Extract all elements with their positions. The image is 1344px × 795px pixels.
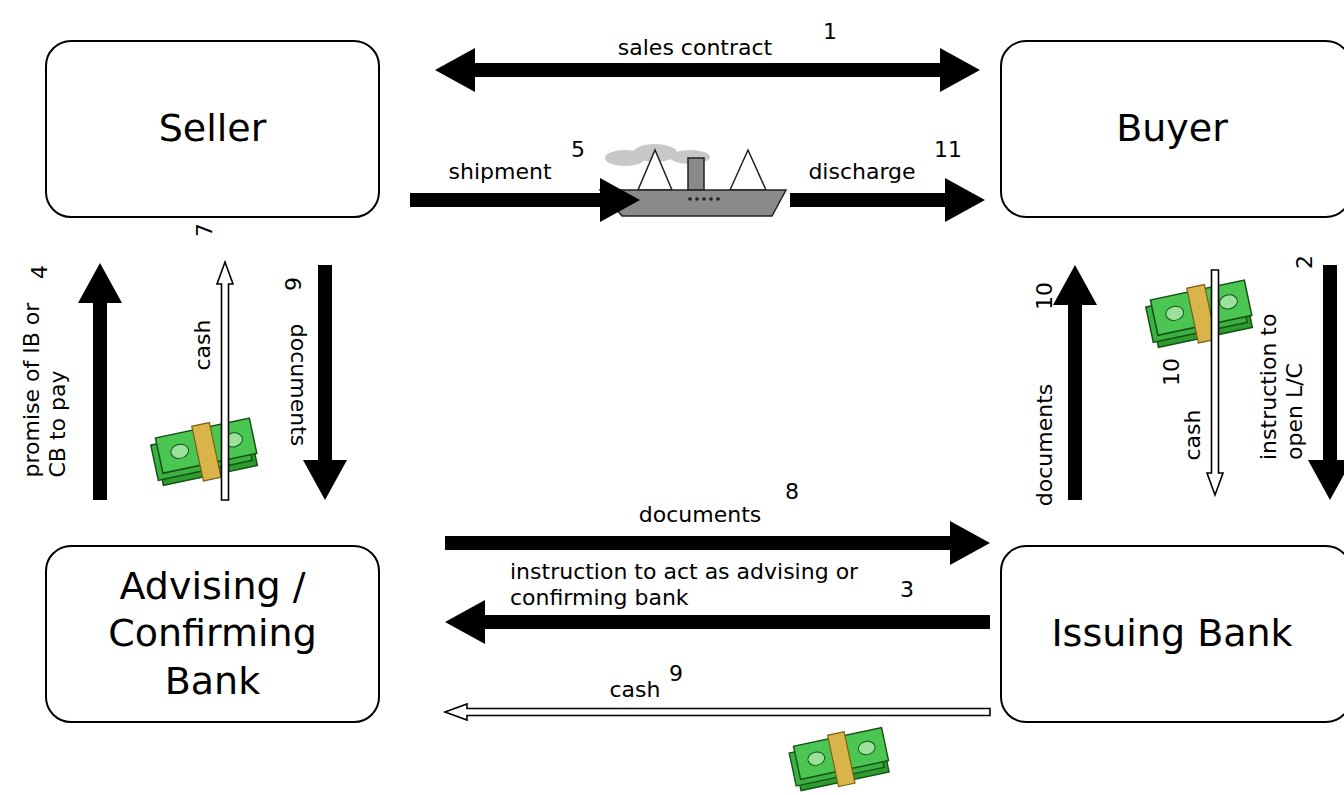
callout-number: 7 bbox=[192, 223, 218, 237]
callout-number: 11 bbox=[934, 137, 962, 163]
callout-number: 5 bbox=[571, 137, 585, 163]
edge-label: instruction to open L/C bbox=[1256, 300, 1309, 460]
party-name: Advising / Confirming Bank bbox=[95, 563, 330, 706]
flow-arrow bbox=[445, 521, 990, 565]
party-name: Seller bbox=[159, 105, 267, 153]
callout-number: 8 bbox=[785, 479, 799, 505]
arrow-shape bbox=[445, 521, 990, 565]
arrow-shape bbox=[1308, 265, 1344, 500]
arrow-shape bbox=[445, 704, 990, 720]
flow-arrow bbox=[78, 263, 122, 500]
party-box: Buyer bbox=[1000, 40, 1344, 218]
edge-label: cash bbox=[190, 320, 216, 371]
cash-stack bbox=[787, 724, 891, 795]
cash-stack bbox=[149, 414, 260, 490]
party-box: Advising / Confirming Bank bbox=[45, 545, 380, 723]
cash-arrow bbox=[217, 262, 233, 500]
cash-arrow bbox=[445, 704, 990, 720]
cash-arrow bbox=[1207, 270, 1223, 495]
edge-label: cash bbox=[610, 677, 661, 703]
step-label: discharge bbox=[808, 159, 915, 185]
edge-label: promise of IB or CB to pay bbox=[19, 293, 72, 478]
callout-number: 4 bbox=[27, 265, 53, 279]
edge-label: shipment bbox=[448, 159, 551, 185]
flow-arrow bbox=[410, 178, 985, 222]
callout-number: 6 bbox=[279, 277, 305, 291]
edge-label: instruction to act as advising or confir… bbox=[510, 559, 890, 612]
callout-number: 10 bbox=[1032, 282, 1058, 310]
arrow-shape bbox=[790, 178, 985, 222]
callout-number: 2 bbox=[1292, 255, 1318, 269]
callout-number: 1 bbox=[823, 19, 837, 45]
callout-number: 10 bbox=[1159, 358, 1185, 386]
arrow-shape bbox=[410, 178, 640, 222]
edge-label: documents bbox=[639, 502, 761, 528]
party-box: Seller bbox=[45, 40, 380, 218]
cash-stack bbox=[1144, 276, 1255, 352]
edge-label: sales contract bbox=[618, 35, 772, 61]
arrow-shape bbox=[1053, 265, 1097, 500]
arrow-shape bbox=[217, 262, 233, 500]
arrow-shape bbox=[1207, 270, 1223, 495]
party-box: Issuing Bank bbox=[1000, 545, 1344, 723]
edge-label: documents bbox=[285, 324, 311, 446]
party-name: Buyer bbox=[1116, 105, 1228, 153]
edge-label: cash bbox=[1180, 410, 1206, 461]
callout-number: 3 bbox=[900, 577, 914, 603]
party-name: Issuing Bank bbox=[1051, 610, 1292, 658]
flow-arrow bbox=[1053, 265, 1097, 500]
callout-number: 9 bbox=[669, 661, 683, 687]
edge-label: documents bbox=[1032, 384, 1058, 506]
arrow-shape bbox=[78, 263, 122, 500]
flow-arrow bbox=[1308, 265, 1344, 500]
